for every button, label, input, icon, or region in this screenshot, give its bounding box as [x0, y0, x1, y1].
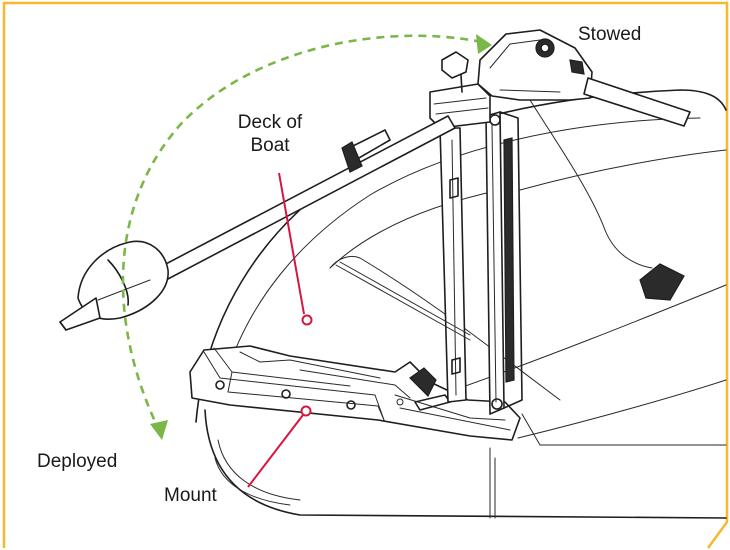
mount-callout-marker: [300, 405, 312, 417]
mount-base: [189, 345, 521, 441]
stowed-label: Stowed: [578, 24, 641, 45]
deck-callout: [278, 172, 313, 326]
arrowhead-bottom-icon: [150, 420, 168, 440]
deck-label-line2: Boat: [250, 135, 290, 156]
deck-label-line1: Deck of: [238, 112, 303, 133]
deck-callout-marker: [301, 314, 313, 326]
mount-label: Mount: [164, 485, 218, 506]
mount-callout: [247, 405, 312, 488]
vertical-arm: [335, 51, 523, 415]
arrowhead-top-icon: [476, 34, 492, 54]
motor-head: [477, 29, 691, 301]
deployed-label: Deployed: [37, 451, 117, 472]
deploy-arrow: [121, 34, 492, 440]
boat-deck: [195, 89, 727, 519]
